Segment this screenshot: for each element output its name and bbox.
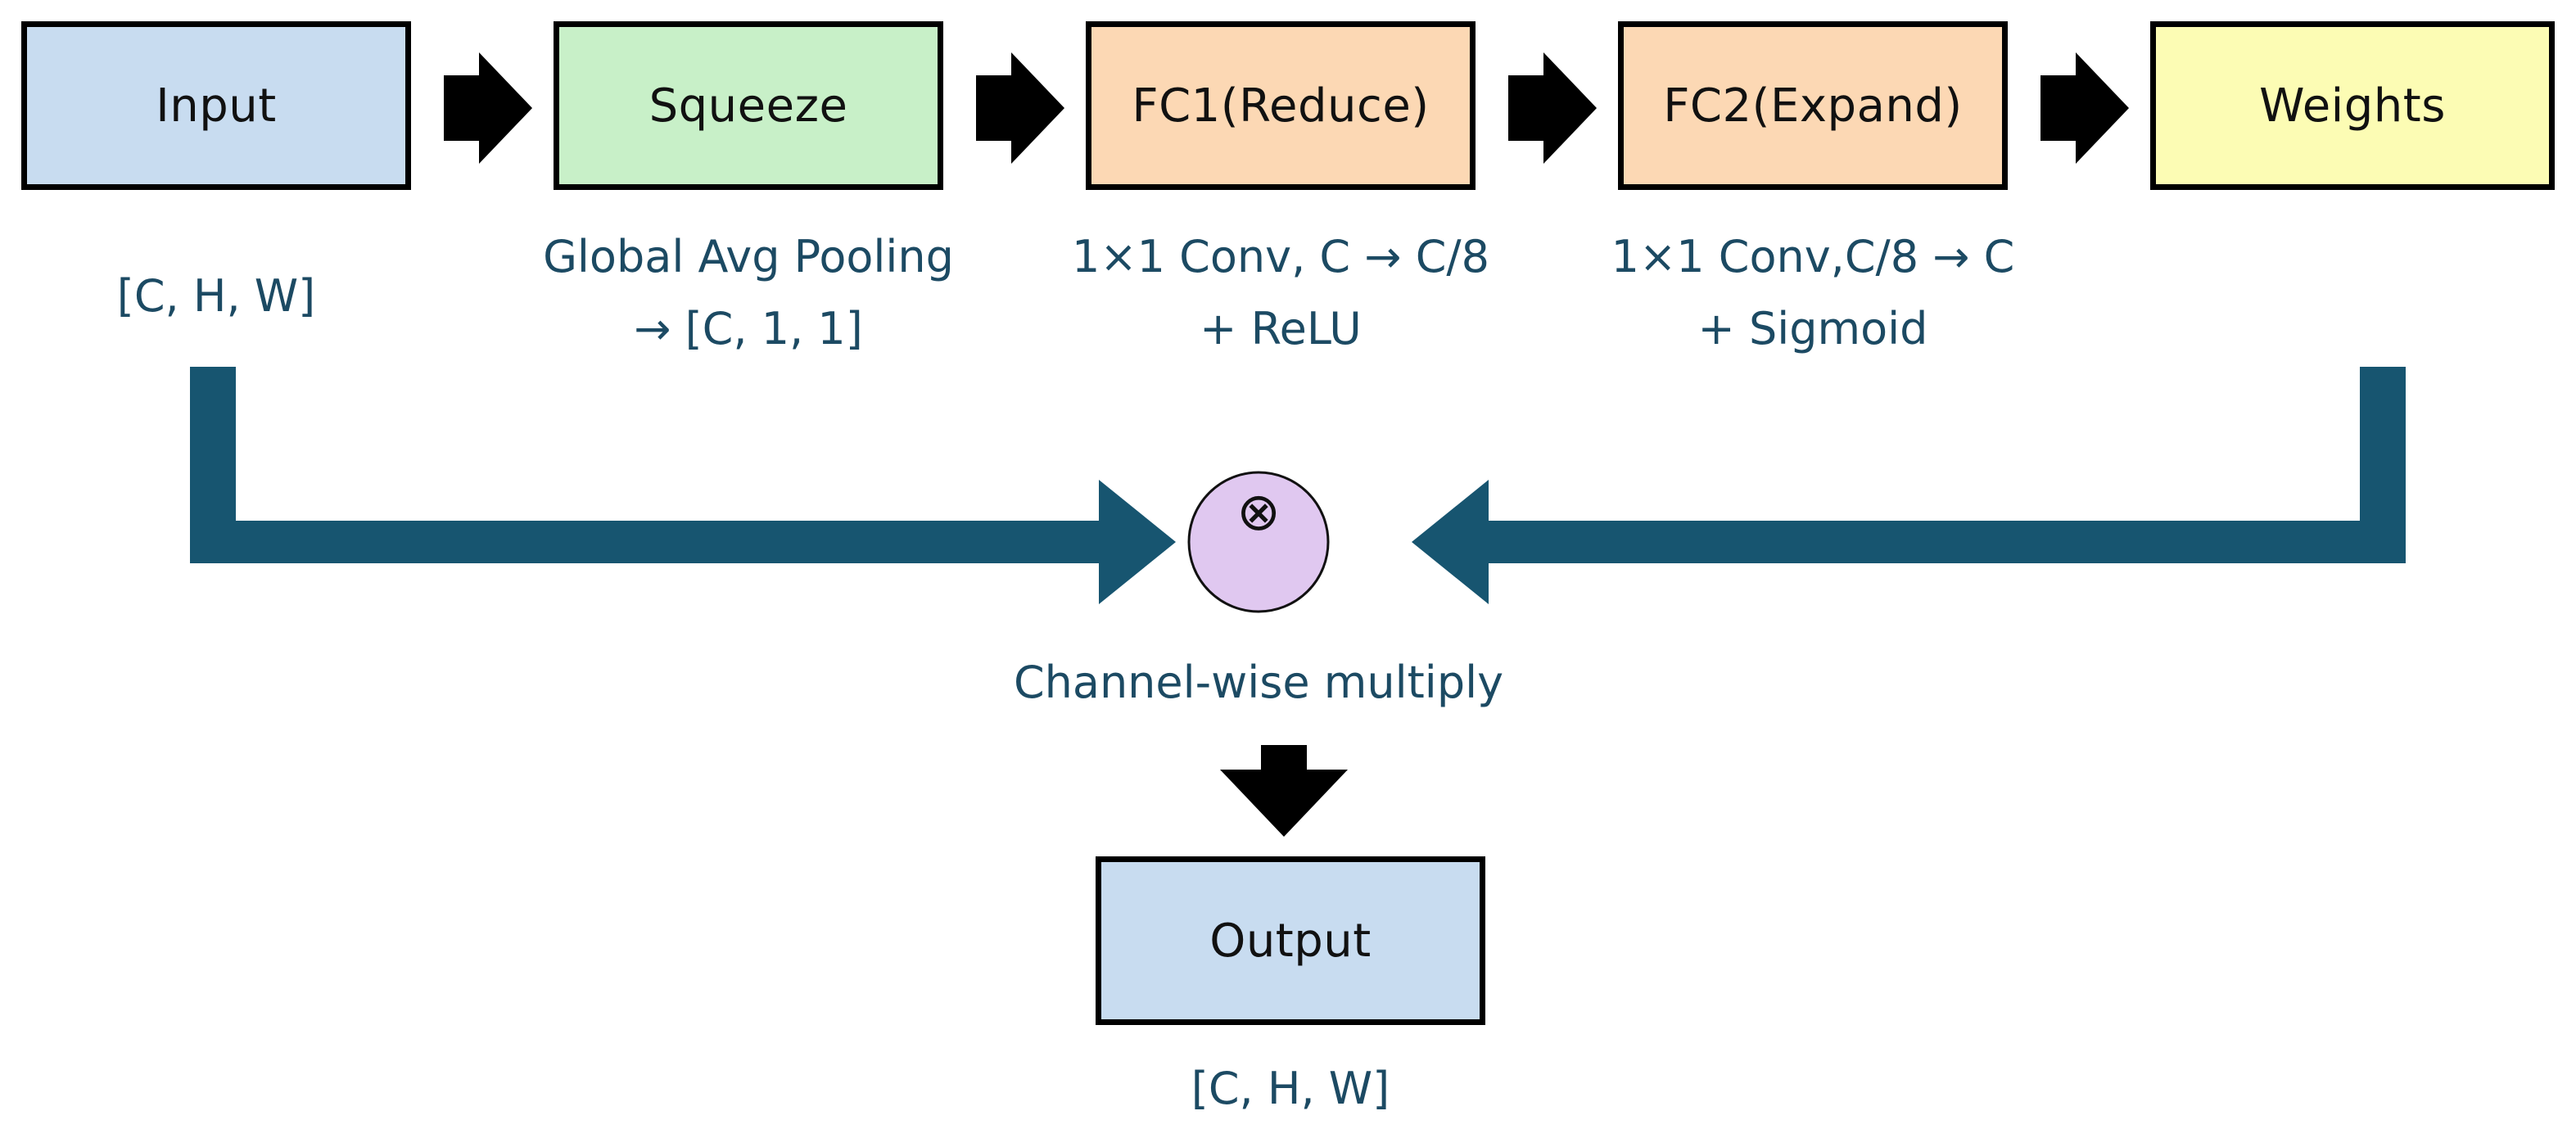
multiply-node <box>1187 471 1330 613</box>
weights-connector <box>1412 367 2406 604</box>
fc2-label: FC2(Expand) <box>1663 79 1963 133</box>
output-caption: [C, H, W] <box>1045 1053 1536 1125</box>
fc1-caption-line-1: 1×1 Conv, C → C/8 <box>1072 231 1489 282</box>
fc1-caption-line-2: + ReLU <box>1200 303 1362 354</box>
output-label: Output <box>1209 914 1372 968</box>
block-arrow-right-icon <box>444 52 532 164</box>
weights-label: Weights <box>2259 79 2446 133</box>
block-arrow-right-icon <box>2040 52 2129 164</box>
output-caption-text: [C, H, W] <box>1191 1063 1390 1114</box>
fc1-caption: 1×1 Conv, C → C/8 + ReLU <box>1004 221 1557 365</box>
block-arrow-right-icon <box>1508 52 1597 164</box>
input-caption: [C, H, W] <box>21 260 411 332</box>
multiply-caption: Channel-wise multiply <box>931 647 1586 719</box>
squeeze-label: Squeeze <box>649 79 848 133</box>
fc1-box: FC1(Reduce) <box>1086 21 1476 190</box>
input-skip-connector <box>190 367 1176 604</box>
multiply-caption-text: Channel-wise multiply <box>1013 657 1504 708</box>
input-box: Input <box>21 21 411 190</box>
fc1-label: FC1(Reduce) <box>1132 79 1430 133</box>
circled-times-icon: ⊗ <box>1236 482 1281 543</box>
block-arrow-down-icon <box>1220 745 1348 837</box>
squeeze-caption: Global Avg Pooling → [C, 1, 1] <box>472 221 1025 365</box>
input-caption-line-1: [C, H, W] <box>116 270 316 322</box>
block-arrow-right-icon <box>976 52 1064 164</box>
fc2-box: FC2(Expand) <box>1618 21 2008 190</box>
fc2-caption-line-2: + Sigmoid <box>1697 303 1928 354</box>
fc2-caption-line-1: 1×1 Conv,C/8 → C <box>1611 231 2015 282</box>
input-label: Input <box>156 79 277 133</box>
weights-box: Weights <box>2150 21 2555 190</box>
fc2-caption: 1×1 Conv,C/8 → C + Sigmoid <box>1536 221 2090 365</box>
output-box: Output <box>1096 856 1485 1025</box>
squeeze-caption-line-2: → [C, 1, 1] <box>634 303 863 354</box>
squeeze-box: Squeeze <box>554 21 943 190</box>
squeeze-caption-line-1: Global Avg Pooling <box>543 231 954 282</box>
